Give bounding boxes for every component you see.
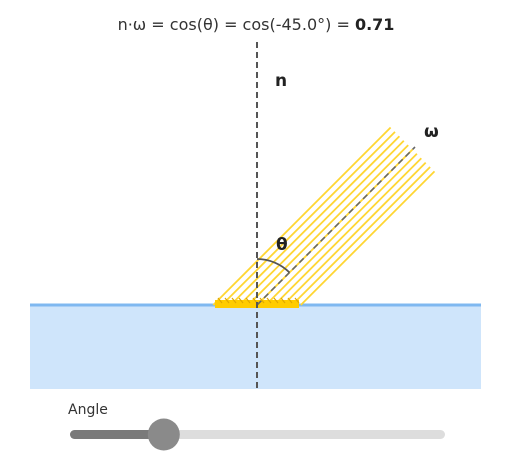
omega-direction-line — [256, 146, 416, 306]
light-ray — [291, 166, 431, 306]
light-ray — [300, 170, 436, 306]
angle-slider-fill — [70, 430, 164, 439]
light-ray — [221, 131, 396, 306]
light-ray — [247, 144, 409, 306]
patch-tick — [245, 297, 251, 304]
patch-tick — [259, 297, 265, 304]
light-ray — [282, 161, 427, 306]
angle-arc — [256, 258, 291, 274]
formula-prefix: n·ω = cos(θ) = cos(-45.0°) = — [118, 15, 355, 34]
light-ray — [273, 157, 422, 306]
patch-tick — [224, 297, 230, 304]
slider-label: Angle — [68, 402, 108, 418]
patch-tick — [266, 297, 272, 304]
light-ray — [238, 140, 405, 306]
formula-text: n·ω = cos(θ) = cos(-45.0°) = 0.71 — [118, 15, 395, 34]
surface-body — [30, 305, 481, 389]
light-ray — [230, 135, 401, 306]
angle-label: θ — [276, 235, 288, 255]
direction-label: ω — [424, 122, 439, 142]
patch-ticks — [217, 297, 300, 304]
light-ray — [212, 126, 392, 306]
angle-slider-thumb[interactable] — [147, 418, 180, 451]
patch-tick — [273, 297, 279, 304]
light-beam — [212, 126, 436, 306]
patch-tick — [280, 297, 286, 304]
patch-tick — [238, 297, 244, 304]
patch-tick — [294, 297, 300, 304]
patch-tick — [287, 297, 293, 304]
formula-result: 0.71 — [355, 15, 394, 34]
patch-tick — [217, 297, 223, 304]
normal-label: n — [275, 71, 287, 91]
light-ray — [265, 153, 418, 306]
patch-tick — [231, 297, 237, 304]
